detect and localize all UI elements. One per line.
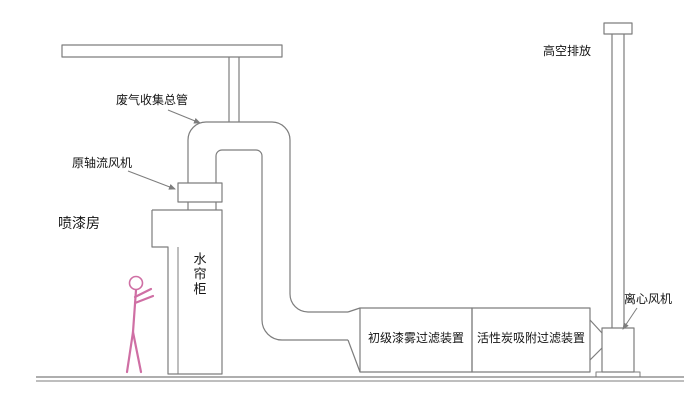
centrifugal-fan-leader	[622, 307, 638, 330]
exhaust-duct	[187, 121, 348, 341]
water-curtain-label: 水帘柜	[191, 252, 207, 297]
discharge-label: 高空排放	[543, 43, 591, 58]
person-head	[128, 275, 144, 291]
primary-filter-label: 初级漆雾过滤装置	[368, 331, 464, 345]
exhaust-main-leader	[167, 109, 201, 124]
label-axial-fan: 原轴流风机	[72, 155, 176, 190]
fan-base	[595, 371, 641, 378]
exhaust-main-label: 废气收集总管	[116, 92, 188, 107]
label-exhaust-main: 废气收集总管	[116, 92, 201, 124]
fan-inlet-taper	[589, 319, 603, 361]
centrifugal-fan-label: 离心风机	[624, 291, 672, 306]
label-centrifugal-fan: 离心风机	[622, 291, 672, 330]
duct-transition	[347, 307, 361, 373]
support-post	[228, 57, 240, 122]
axial-fan-leader	[127, 170, 176, 190]
carbon-filter-label: 活性炭吸附过滤装置	[477, 331, 585, 345]
centrifugal-fan-body	[595, 327, 641, 378]
stack-cap	[603, 22, 633, 35]
axial-fan-box	[177, 182, 223, 210]
person-figure	[125, 275, 155, 374]
ground-line	[36, 376, 684, 382]
spray-room-label: 喷漆房	[58, 216, 100, 232]
roof-slab	[61, 44, 283, 58]
axial-fan-label: 原轴流风机	[72, 155, 132, 170]
carbon-filter-box	[471, 307, 591, 373]
exhaust-stack	[603, 22, 633, 328]
spray-booth-cabinet	[151, 209, 223, 375]
